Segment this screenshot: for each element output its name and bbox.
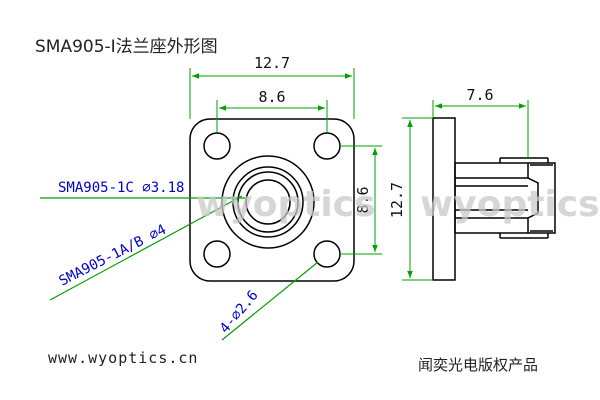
website-label: www.wyoptics.cn: [48, 349, 198, 367]
mounting-hole-bottom-right: [313, 240, 341, 268]
callout-bore-1ab: SMA905-1A/B ⌀4: [57, 222, 169, 290]
drawing-title: SMA905-Ⅰ法兰座外形图: [35, 37, 218, 57]
callout-leaders: [40, 195, 319, 341]
bore-thread-outer: [232, 166, 304, 238]
dimension-lines: [189, 68, 529, 281]
dim-side-length-label: 7.6: [466, 86, 493, 104]
mounting-hole-top-left: [203, 132, 231, 160]
flange-front-view: [189, 118, 355, 282]
callout-holes: 4-⌀2.6: [217, 288, 262, 337]
dim-width-label: 12.7: [254, 54, 290, 72]
watermark-right: wyoptics: [420, 184, 600, 225]
flange-side-view: [432, 117, 556, 281]
leader-holes: [221, 261, 319, 341]
mounting-hole-bottom-left: [203, 240, 231, 268]
copyright-label: 闻奕光电版权产品: [418, 356, 538, 374]
dim-hole-spacing-h-label: 8.6: [258, 88, 285, 106]
watermark-left: wyoptics: [196, 184, 376, 225]
leader-bore-1ab: [49, 195, 243, 301]
mounting-hole-top-right: [313, 132, 341, 160]
dim-hole-spacing-v-label: 8.6: [354, 186, 372, 213]
callout-bore-1c: SMA905-1C ⌀3.18: [58, 180, 184, 196]
bore-thread-inner: [237, 171, 299, 233]
bore-outer-ring: [221, 155, 315, 249]
flange-outline: [189, 118, 355, 282]
bore-hole: [245, 179, 291, 225]
side-body: [454, 162, 556, 234]
dim-height-label: 12.7: [388, 182, 406, 218]
